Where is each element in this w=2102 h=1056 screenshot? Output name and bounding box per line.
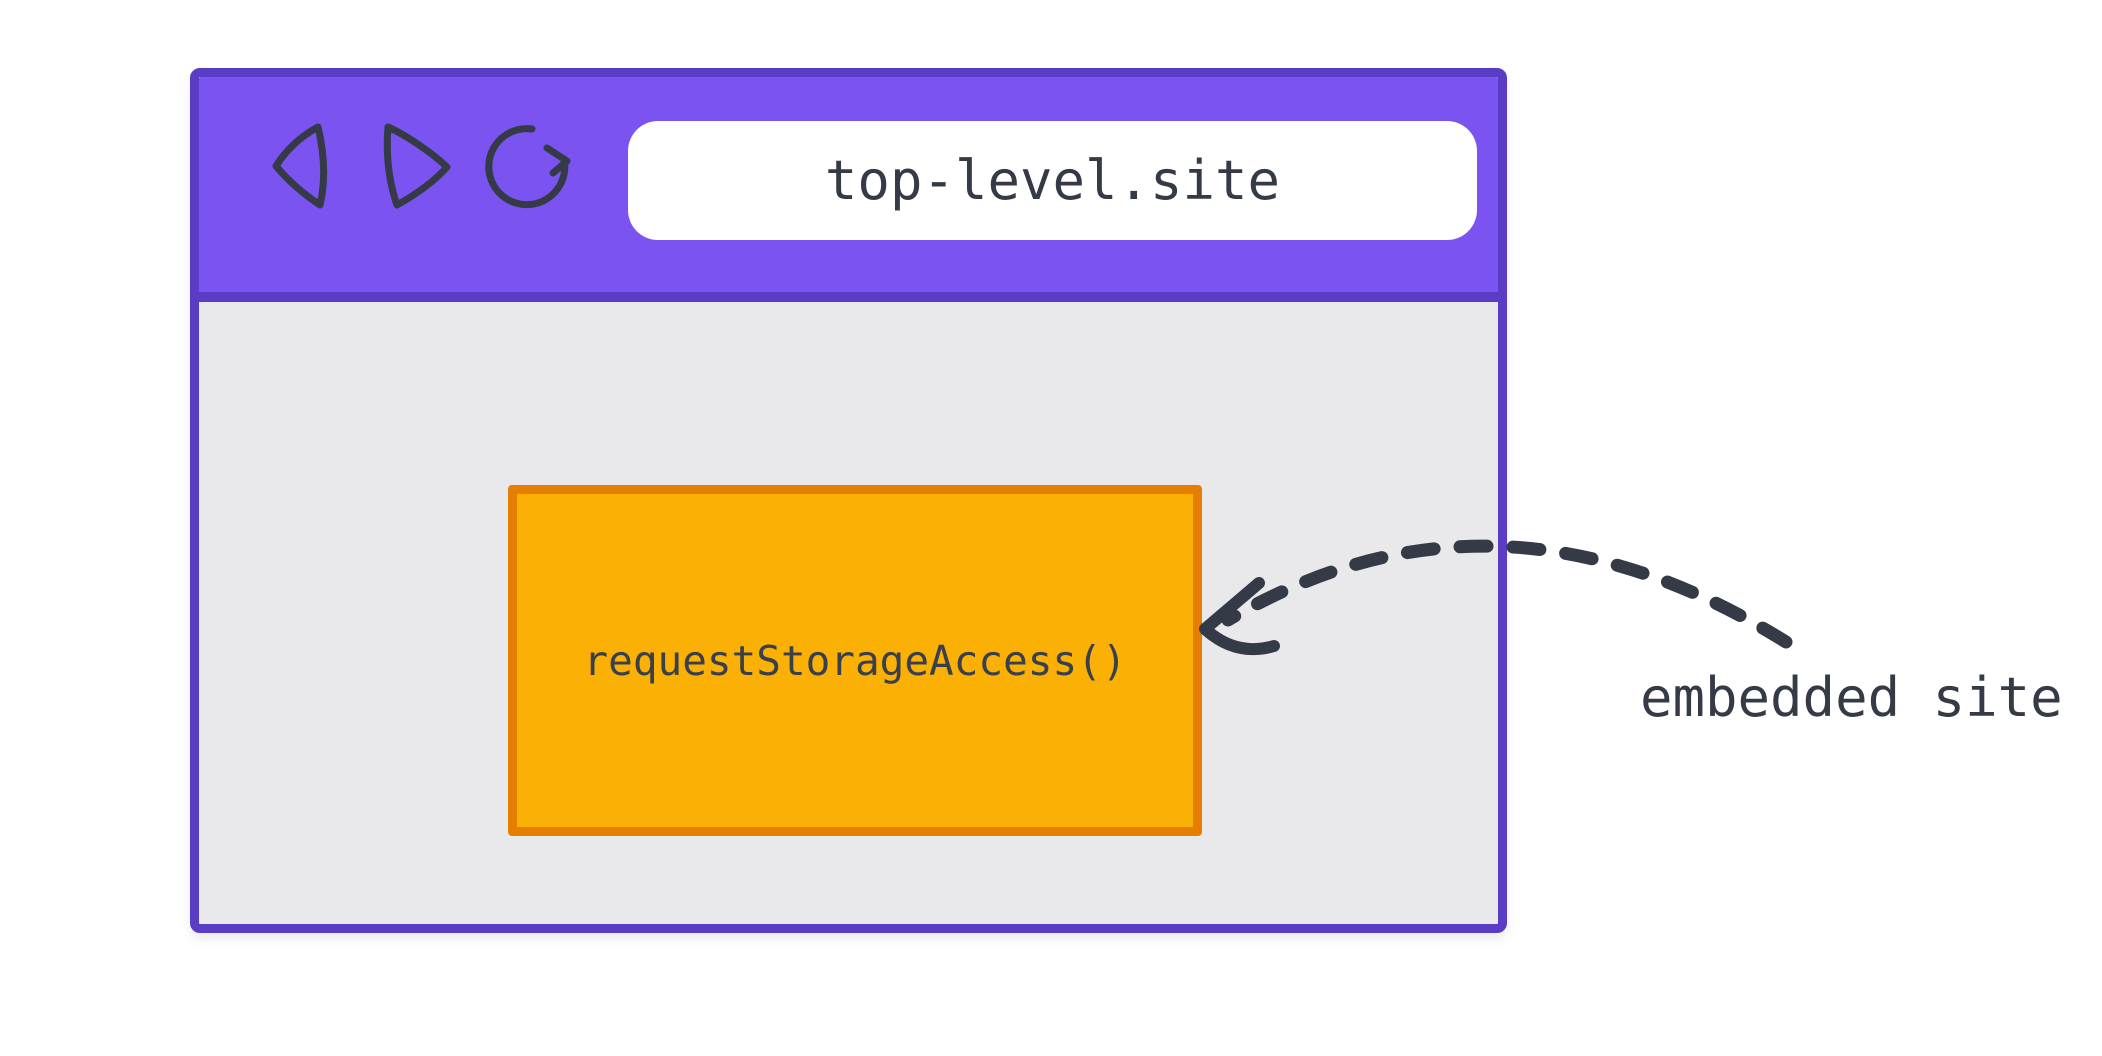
toolbar-nav-icons [272,123,571,209]
browser-content: requestStorageAccess() [199,302,1498,933]
iframe-label: requestStorageAccess() [583,636,1127,685]
embedded-iframe-box[interactable]: requestStorageAccess() [508,485,1202,836]
back-icon[interactable] [272,123,328,209]
reload-icon[interactable] [485,125,571,209]
browser-toolbar: top-level.site [199,77,1498,302]
forward-icon[interactable] [383,123,451,209]
browser-window: top-level.site requestStorageAccess() [190,68,1507,933]
embedded-site-label: embedded site [1640,666,2063,729]
address-bar[interactable]: top-level.site [628,121,1477,240]
address-url: top-level.site [824,149,1281,212]
